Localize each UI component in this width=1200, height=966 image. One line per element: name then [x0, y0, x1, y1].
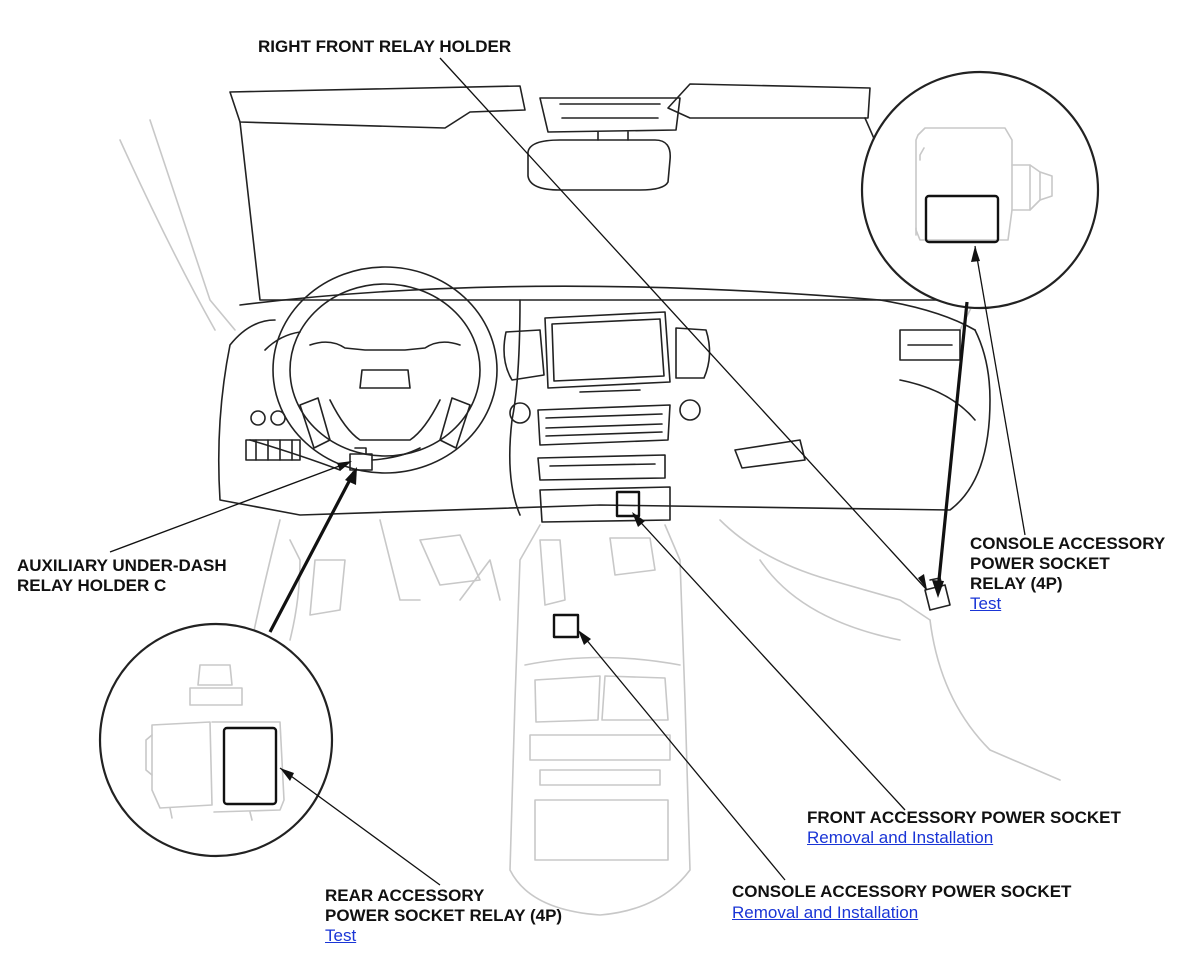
console-relay-label: CONSOLE ACCESSORY POWER SOCKET RELAY (4P…	[970, 534, 1166, 593]
aux-under-dash-relay-label: AUXILIARY UNDER-DASH RELAY HOLDER C	[17, 556, 227, 595]
right-front-relay-holder-label: RIGHT FRONT RELAY HOLDER	[258, 37, 512, 56]
leader-lines	[109, 57, 1026, 886]
front-accessory-socket	[615, 490, 641, 518]
rear-view-mirror	[527, 97, 681, 191]
rear-relay-test-link[interactable]: Test	[325, 926, 357, 945]
console-socket-removal-link[interactable]: Removal and Installation	[732, 903, 919, 922]
center-console	[249, 519, 1061, 916]
center-stack	[503, 311, 711, 523]
rear-accessory-relay-label: REAR ACCESSORY POWER SOCKET RELAY (4P)	[325, 886, 563, 925]
steering-wheel	[245, 266, 498, 474]
aux-relay-holder	[349, 447, 421, 471]
console-accessory-socket-label: CONSOLE ACCESSORY POWER SOCKET	[732, 882, 1072, 901]
console-accessory-socket	[552, 613, 580, 639]
console-relay-zoom-circle	[860, 70, 1100, 310]
front-accessory-socket-label: FRONT ACCESSORY POWER SOCKET	[807, 808, 1121, 827]
front-socket-removal-link[interactable]: Removal and Installation	[807, 828, 994, 847]
rear-relay-zoom-circle	[98, 622, 334, 858]
dashboard	[217, 285, 991, 516]
console-relay-test-link[interactable]: Test	[970, 594, 1002, 613]
